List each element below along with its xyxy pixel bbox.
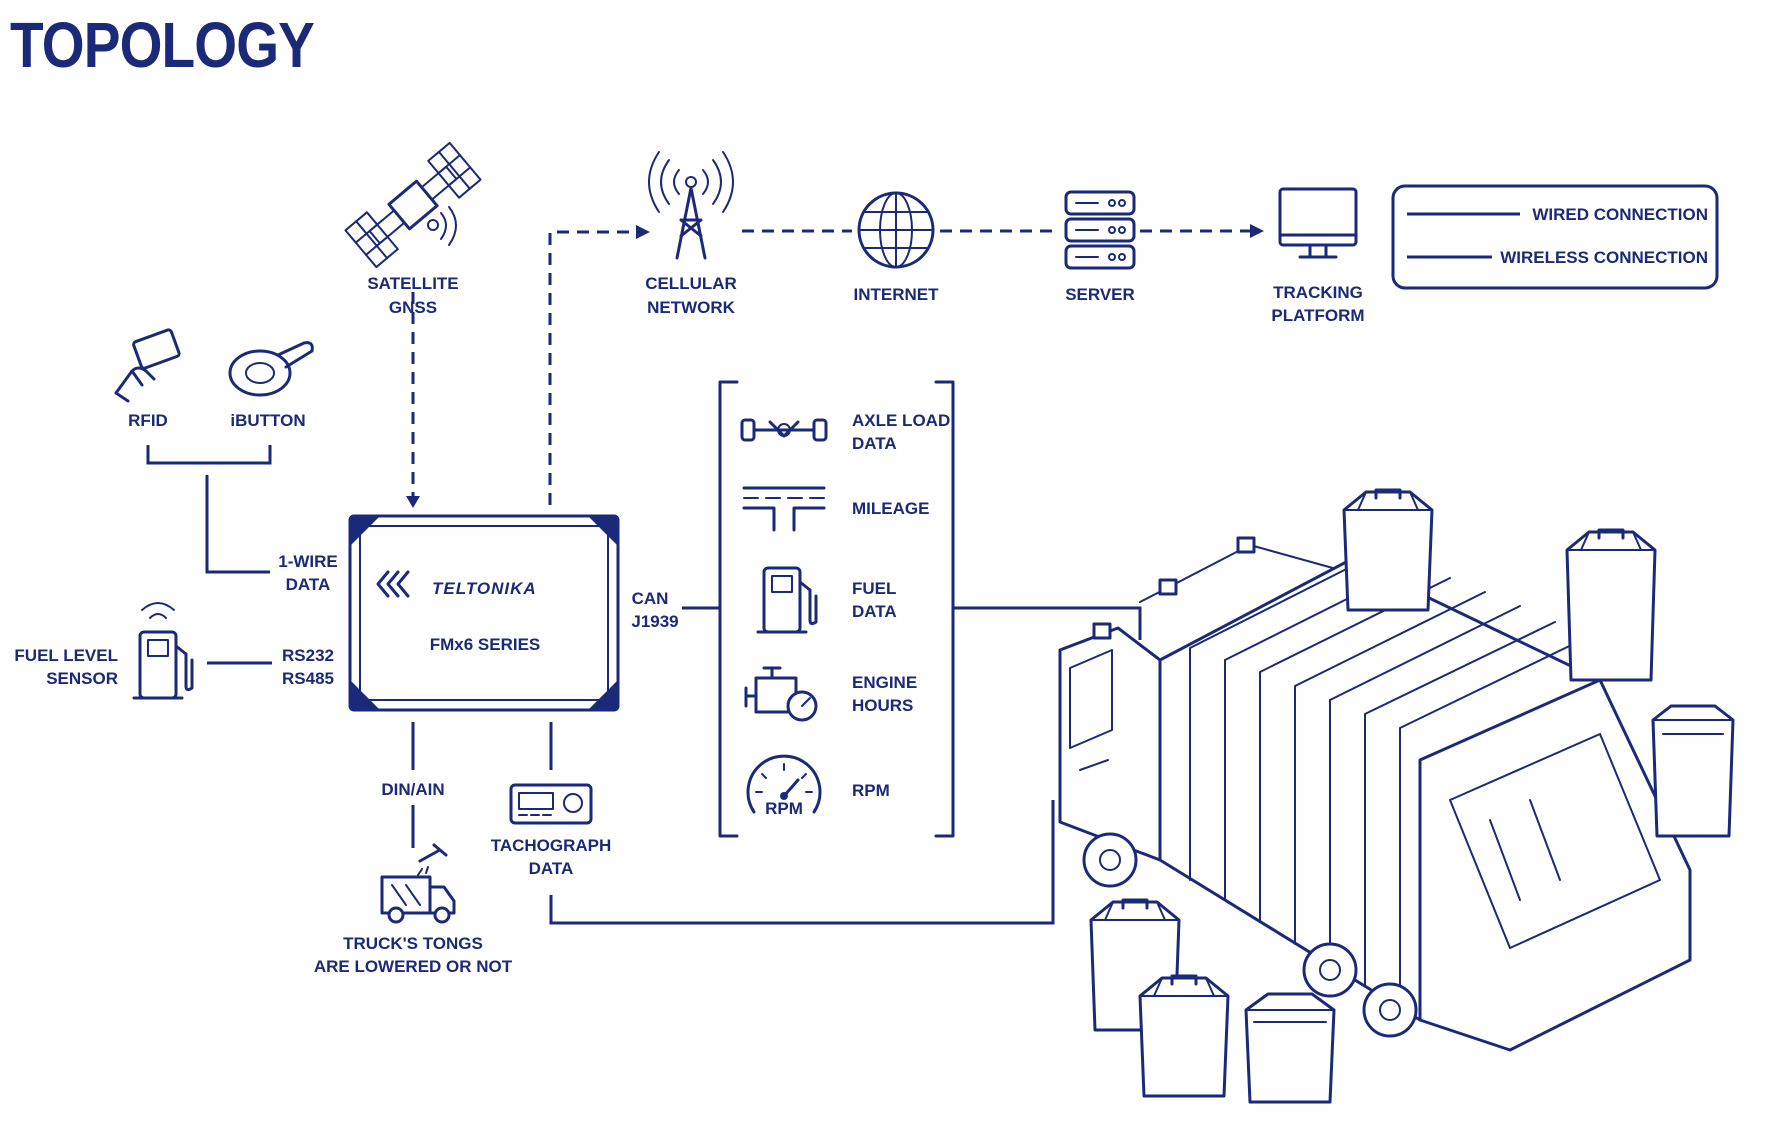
can-label: CAN [632,589,669,608]
rpm-gauge-text: RPM [765,799,803,818]
hours-label: HOURS [852,696,913,715]
din-ain-label: DIN/AIN [381,780,444,799]
mileage-label: MILEAGE [852,499,929,518]
rs232-label: RS232 [282,646,334,665]
j1939-label: J1939 [631,612,678,631]
truck-wheel-rear [1302,942,1358,998]
platform-label: PLATFORM [1271,306,1364,325]
satellite-icon [344,141,482,269]
bin-icon [1244,992,1336,1104]
rs485-label: RS485 [282,669,334,688]
tongs-sub-label: ARE LOWERED OR NOT [314,957,513,976]
truck-cab [1058,626,1162,862]
can-data-bracket [718,380,955,838]
bracket-truck-line [953,606,1142,640]
monitor-icon [1278,187,1358,259]
rpm-gauge-icon: RPM [746,754,822,818]
bin-icon [1565,528,1657,682]
rfid-ibutton-bracket [146,445,272,465]
axle-icon [740,418,828,442]
mileage-road-icon [742,486,826,532]
tongs-label: TRUCK'S TONGS [343,934,483,953]
cellular-label: CELLULAR [645,274,737,293]
rfid-label: RFID [128,411,168,430]
truck-window [1069,649,1113,749]
device-model: FMx6 SERIES [430,635,541,654]
garbage-truck-small-icon [380,843,456,924]
satellite-arrowhead [406,496,420,508]
one-wire-data-label: DATA [286,575,331,594]
tachograph-icon [509,783,593,825]
fuel-level-label: FUEL LEVEL [14,646,118,665]
legend-wireless-label: WIRELESS CONNECTION [1500,248,1708,267]
network-label: NETWORK [647,298,736,317]
cellular-arrowhead [636,225,650,239]
garbage-truck-illustration [1058,536,1692,1052]
server-icon [1064,190,1136,270]
ibutton-icon [228,341,314,397]
gnss-label: GNSS [389,298,437,317]
tachograph-label: TACHOGRAPH [491,836,612,855]
bin-icon [1342,488,1434,612]
bin-icon [1138,974,1230,1098]
cell-tower-icon [648,151,734,260]
fmx6-device: TELTONIKA FMx6 SERIES [348,514,620,712]
garbage-bins [1089,488,1735,1104]
legend-wired-label: WIRED CONNECTION [1532,205,1708,224]
tracking-arrowhead [1250,224,1264,238]
bin-icon [1651,704,1735,838]
truck-wheel-front [1082,832,1138,888]
truck-wheel-rear-2 [1362,982,1418,1038]
globe-icon [857,191,935,269]
cellular-link [548,230,640,505]
fuel-label: FUEL [852,579,896,598]
tachograph-truck-line [549,800,1055,925]
rpm-label: RPM [852,781,890,800]
device-brand: TELTONIKA [432,579,537,598]
engine-label: ENGINE [852,673,917,692]
connections [146,224,1264,925]
legend: WIRED CONNECTION WIRELESS CONNECTION [1391,184,1719,290]
ibutton-label: iBUTTON [230,411,305,430]
fuel-pump-icon [756,566,818,634]
one-wire-label: 1-WIRE [278,552,338,571]
axle-load-label: AXLE LOAD [852,411,950,430]
fuel-data-label: DATA [852,602,897,621]
tracking-label: TRACKING [1273,283,1363,302]
server-label: SERVER [1065,285,1135,304]
sensor-label: SENSOR [46,669,118,688]
fuel-level-sensor-icon [132,602,194,700]
satellite-label: SATELLITE [367,274,458,293]
truck-light [1092,622,1112,640]
one-wire-line [205,475,270,574]
axle-data-label: DATA [852,434,897,453]
rfid-card-icon [114,328,181,403]
engine-icon [744,666,818,722]
page-title: TOPOLOGY [10,9,315,81]
tachograph-data-label: DATA [529,859,574,878]
internet-label: INTERNET [854,285,940,304]
teltonika-logo-icon [376,570,410,598]
